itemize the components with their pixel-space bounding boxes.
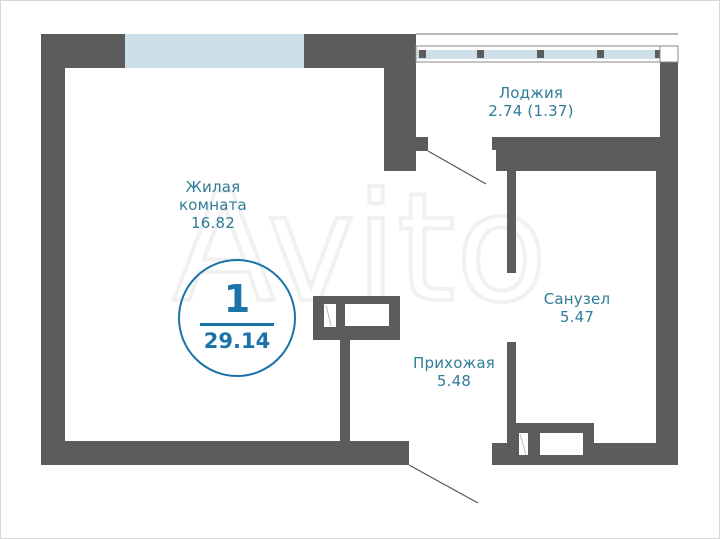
room-area: 2.74 (1.37) xyxy=(488,102,574,120)
badge-divider xyxy=(200,323,274,326)
room-name: Лоджия xyxy=(498,84,564,102)
living-room-window xyxy=(125,34,304,68)
room-name: Прихожая xyxy=(413,354,495,372)
room-label-bathroom: Санузел 5.47 xyxy=(532,290,622,326)
room-name-line1: Жилая xyxy=(185,178,241,196)
vent-shafts xyxy=(324,304,583,455)
total-area: 29.14 xyxy=(203,329,271,353)
walls xyxy=(41,34,678,465)
room-name: Санузел xyxy=(543,290,611,308)
room-label-loggia: Лоджия 2.74 (1.37) xyxy=(466,84,596,120)
room-label-living: Жилая комната 16.82 xyxy=(168,178,258,232)
room-area: 5.47 xyxy=(559,308,595,326)
room-count: 1 xyxy=(223,277,251,321)
room-name-line2: комната xyxy=(179,196,247,214)
loggia-glazing xyxy=(415,33,679,63)
room-label-hallway: Прихожая 5.48 xyxy=(404,354,504,390)
room-area: 5.48 xyxy=(436,372,472,390)
door-swings xyxy=(408,150,487,504)
apartment-badge: 1 29.14 xyxy=(178,259,296,377)
room-area: 16.82 xyxy=(191,214,235,232)
